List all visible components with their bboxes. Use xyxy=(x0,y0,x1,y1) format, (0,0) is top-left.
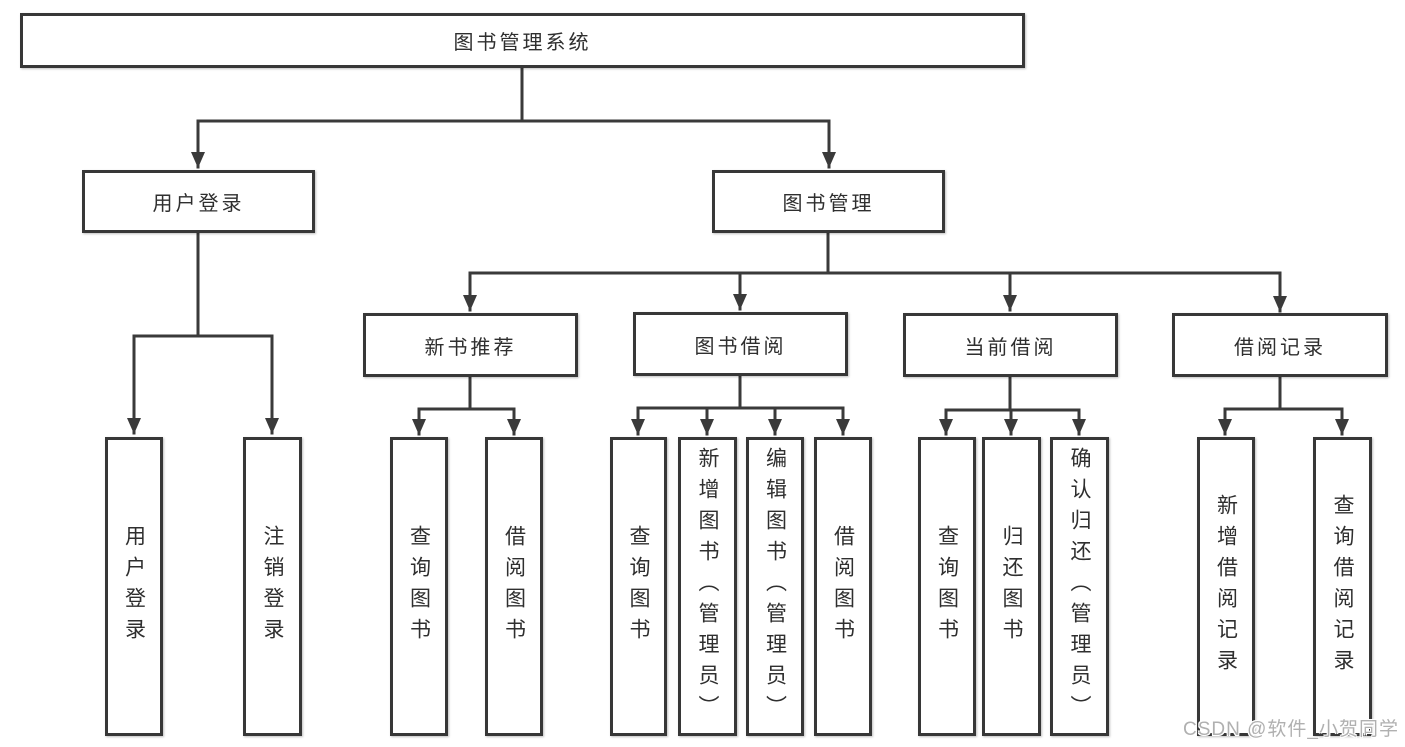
csdn-watermark: CSDN @软件_小贺同学 xyxy=(1183,719,1399,740)
leaf-query-books-current: 查询图书 xyxy=(918,437,976,736)
connector-book-borrow-to-leaves xyxy=(631,374,850,436)
leaf-edit-books-admin: 编辑图书（管理员） xyxy=(746,437,804,736)
node-user-login: 用户登录 xyxy=(82,170,315,233)
connector-book-mgmt-to-level2 xyxy=(463,231,1287,313)
leaf-add-borrow-record: 新增借阅记录 xyxy=(1197,437,1255,736)
leaf-return-books: 归还图书 xyxy=(982,437,1041,736)
leaf-confirm-return-admin: 确认归还（管理员） xyxy=(1050,437,1109,736)
node-book-borrow: 图书借阅 xyxy=(633,312,848,376)
connector-root-to-level1 xyxy=(191,66,836,169)
connector-current-borrow-to-leaves xyxy=(939,375,1086,436)
node-library-management-system: 图书管理系统 xyxy=(20,13,1025,68)
connector-borrow-records-to-leaves xyxy=(1218,374,1349,436)
leaf-query-books-recommend: 查询图书 xyxy=(390,437,448,736)
node-current-borrow: 当前借阅 xyxy=(903,313,1118,377)
leaf-query-books-borrow: 查询图书 xyxy=(610,437,667,736)
leaf-query-borrow-record: 查询借阅记录 xyxy=(1313,437,1372,736)
node-new-book-recommend: 新书推荐 xyxy=(363,313,578,377)
leaf-borrow-books-recommend: 借阅图书 xyxy=(485,437,543,736)
node-borrow-records: 借阅记录 xyxy=(1172,313,1388,377)
leaf-add-books-admin: 新增图书（管理员） xyxy=(678,437,737,736)
leaf-logout: 注销登录 xyxy=(243,437,302,736)
connector-user-login-to-leaves xyxy=(127,231,279,435)
leaf-borrow-books: 借阅图书 xyxy=(814,437,872,736)
node-book-management: 图书管理 xyxy=(712,170,945,233)
connector-new-book-recommend-to-leaves xyxy=(412,375,521,436)
leaf-user-login: 用户登录 xyxy=(105,437,163,736)
